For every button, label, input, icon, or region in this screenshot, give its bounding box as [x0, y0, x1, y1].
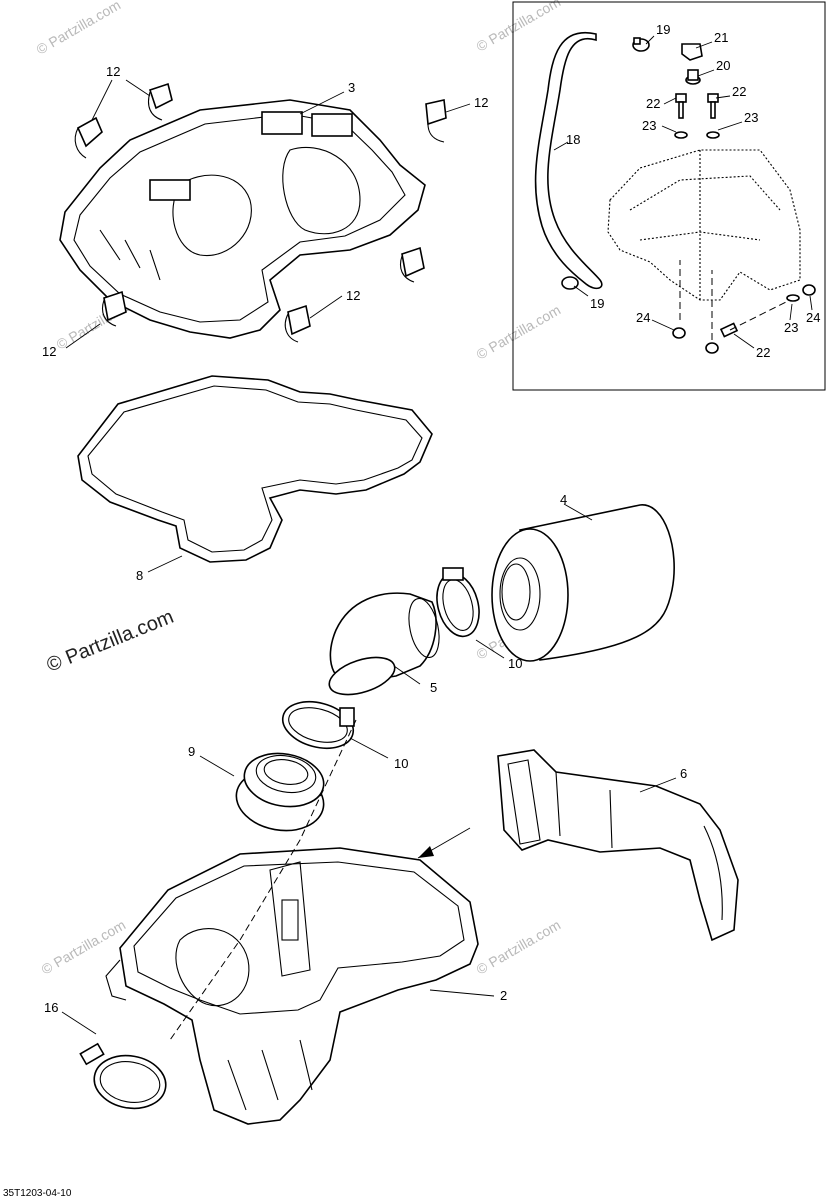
callout-23: 23: [784, 320, 798, 335]
spring-clip: [425, 99, 447, 143]
inset-detail-frame: [512, 1, 826, 391]
inset-washer-bottom: [786, 294, 800, 302]
watermark-text: © Partzilla.com: [474, 0, 564, 55]
inset-washer-right: [706, 131, 720, 139]
leader-lines: [61, 35, 813, 1035]
callout-24: 24: [636, 310, 650, 325]
breather-hose: [534, 31, 603, 290]
inset-nut-bottom: [705, 342, 719, 354]
callout-3: 3: [348, 80, 355, 95]
inset-assembly-line: [679, 260, 791, 340]
airbox-cover: [59, 99, 426, 339]
assembly-arrow: [417, 827, 471, 859]
callout-9: 9: [188, 744, 195, 759]
callout-8: 8: [136, 568, 143, 583]
callout-10: 10: [508, 656, 522, 671]
inset-airbox-silhouette: [607, 149, 801, 301]
intake-duct: [497, 749, 739, 942]
callout-5: 5: [430, 680, 437, 695]
callout-12: 12: [42, 344, 56, 359]
callout-2: 2: [500, 988, 507, 1003]
watermark-text: © Partzilla.com: [474, 302, 564, 363]
spring-clip: [284, 304, 311, 343]
intake-boot: [328, 592, 440, 696]
inset-bolt-left: [675, 93, 687, 119]
callout-12: 12: [106, 64, 120, 79]
callout-19: 19: [656, 22, 670, 37]
watermark-text: © Partzilla.com: [39, 917, 129, 978]
watermark-text: © Partzilla.com: [34, 0, 124, 58]
callout-20: 20: [716, 58, 730, 73]
callout-23: 23: [642, 118, 656, 133]
spring-clip: [74, 116, 103, 159]
outlet-clamp: [79, 1042, 167, 1110]
callout-21: 21: [714, 30, 728, 45]
airbox-base: [105, 847, 479, 1125]
inset-nut-right: [802, 284, 816, 296]
assembly-centerline: [169, 719, 357, 1041]
hose-clamp-lower: [281, 700, 355, 750]
hose-clamp-upper: [436, 567, 480, 638]
inset-clamp-top: [632, 37, 650, 52]
grommet: [685, 69, 701, 85]
air-filter: [491, 504, 675, 662]
callout-10: 10: [394, 756, 408, 771]
callout-22: 22: [756, 345, 770, 360]
callout-12: 12: [346, 288, 360, 303]
callout-6: 6: [680, 766, 687, 781]
callout-4: 4: [560, 492, 567, 507]
inset-washer-left: [674, 131, 688, 139]
callout-19: 19: [590, 296, 604, 311]
gasket: [77, 375, 433, 563]
callout-16: 16: [44, 1000, 58, 1015]
watermark-text-prominent: © Partzilla.com: [44, 606, 177, 677]
inset-nut-left: [672, 327, 686, 339]
spring-clip: [101, 290, 127, 327]
intake-adapter: [235, 752, 325, 832]
callout-23: 23: [744, 110, 758, 125]
callout-22: 22: [732, 84, 746, 99]
diagram-ref-code: 35T1203-04-10: [3, 1188, 72, 1199]
watermark-text: © Partzilla.com: [474, 917, 564, 978]
callout-22: 22: [646, 96, 660, 111]
callout-24: 24: [806, 310, 820, 325]
spring-clip: [399, 246, 425, 283]
spring-clip: [147, 82, 173, 121]
callout-labels: 12 3 12 12 12 8 4 10 5 10 9 6 2 16 19 21…: [42, 22, 820, 1015]
callout-12: 12: [474, 95, 488, 110]
callout-18: 18: [566, 132, 580, 147]
